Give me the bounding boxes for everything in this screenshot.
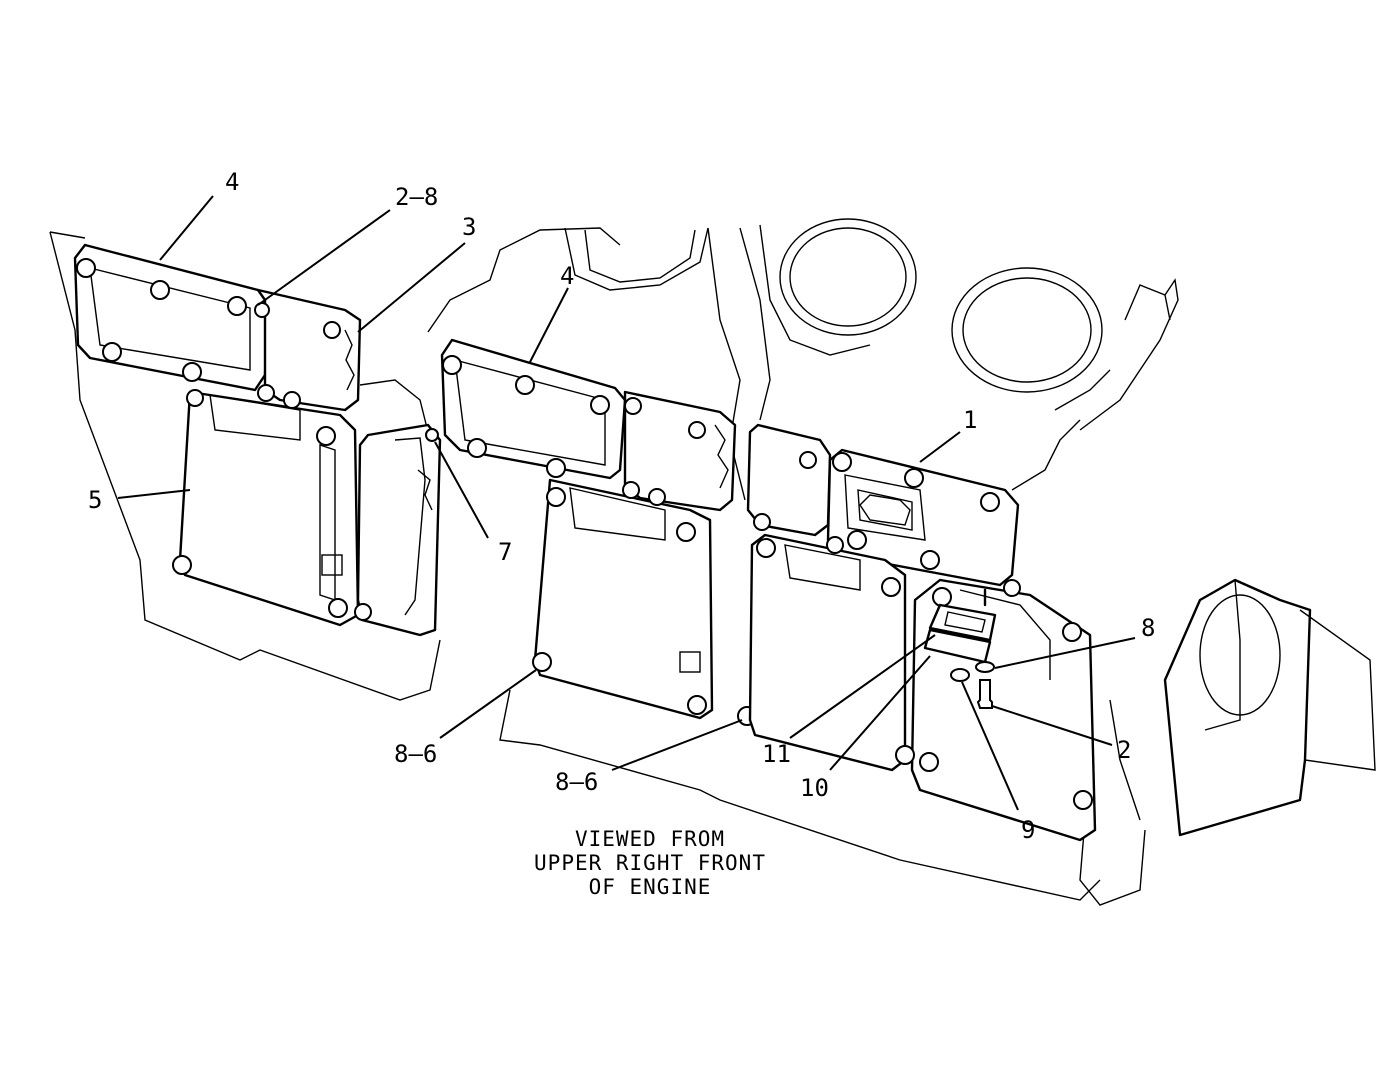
callout-4-middle: 4 — [560, 262, 574, 290]
callout-7: 7 — [498, 538, 512, 566]
washer-part — [975, 661, 995, 673]
callout-8-6-left: 8–6 — [394, 740, 437, 768]
caption-line-3: OF ENGINE — [589, 875, 712, 899]
leader-lines — [117, 195, 1136, 811]
callout-10: 10 — [800, 774, 829, 802]
exploded-parts — [923, 588, 997, 709]
plug-part — [950, 668, 970, 682]
callout-8: 8 — [1141, 614, 1155, 642]
caption-line-2: UPPER RIGHT FRONT — [534, 851, 766, 875]
callout-5: 5 — [88, 486, 102, 514]
middle-cover-assembly — [440, 338, 757, 726]
engine-block-outline — [49, 218, 1376, 906]
callout-labels: 4 2–8 3 4 5 7 1 8 2 8–6 8–6 11 10 9 — [88, 168, 1155, 844]
caption-line-1: VIEWED FROM — [575, 827, 725, 851]
callout-9: 9 — [1021, 816, 1035, 844]
callout-1: 1 — [963, 406, 977, 434]
middle-bolts — [442, 355, 757, 726]
left-cover-assembly — [73, 243, 442, 637]
callout-11: 11 — [762, 740, 791, 768]
bolt-part — [976, 679, 993, 709]
callout-8-6-middle: 8–6 — [555, 768, 598, 796]
callout-2: 2 — [1117, 736, 1131, 764]
callout-3: 3 — [462, 213, 476, 241]
right-bolts — [753, 451, 1093, 810]
callout-2-8: 2–8 — [395, 183, 438, 211]
view-caption: VIEWED FROM UPPER RIGHT FRONT OF ENGINE — [534, 827, 766, 899]
left-bolts — [76, 258, 439, 621]
callout-4-left: 4 — [225, 168, 239, 196]
